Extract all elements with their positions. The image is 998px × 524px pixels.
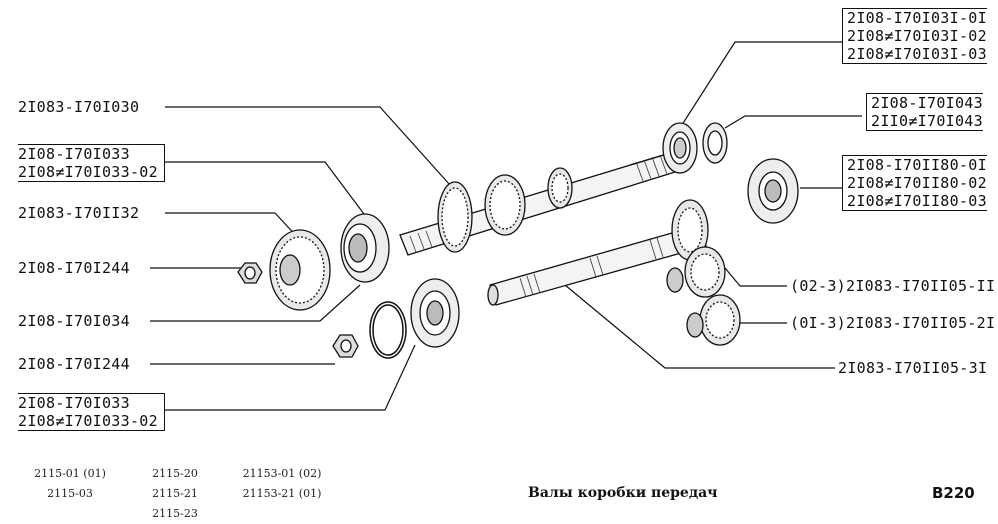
label-line: 2I083-I70II05-3I xyxy=(838,359,988,377)
bearing-L7 xyxy=(410,278,460,348)
label-nut-lower: 2I08-I70I244 xyxy=(18,355,130,373)
label-line: 2I08≠I70I03I-03 xyxy=(847,45,987,63)
leader-L1 xyxy=(165,106,451,186)
label-gear-01: (0I-3)2I083-I70II05-2I xyxy=(790,314,995,332)
gear-R5 xyxy=(686,294,741,346)
footer-model: 2115-20 xyxy=(152,467,198,480)
leader-R2 xyxy=(724,115,862,129)
label-line: 2I08≠I70I033-02 xyxy=(18,412,158,430)
leader-R1 xyxy=(679,41,842,129)
footer-model: 2115-23 xyxy=(152,507,198,520)
label-line: (02-3)2I083-I70II05-II xyxy=(790,277,996,295)
label-bearing-rear-group: 2I08-I70I03I-0I 2I08≠I70I03I-02 2I08≠I70… xyxy=(842,8,987,64)
label-bearing-small-group: 2I08-I70I043 2II0≠I70I043 xyxy=(866,93,983,131)
footer-model: 2115-03 xyxy=(47,487,93,500)
label-bearing-output-group: 2I08-I70II80-0I 2I08≠I70II80-02 2I08≠I70… xyxy=(842,155,987,211)
label-bearing-group-lower: 2I08-I70I033 2I08≠I70I033-02 xyxy=(18,393,165,431)
footer-model: 21153-21 (01) xyxy=(242,487,322,500)
footer-model: 2115-01 (01) xyxy=(34,467,106,480)
footer-col-1: 2115-01 (01) 2115-03 xyxy=(30,464,110,504)
label-gear-02: (02-3)2I083-I70II05-II xyxy=(790,277,995,295)
bearing-L2 xyxy=(340,213,390,283)
label-line: 2I08-I70I244 xyxy=(18,259,130,277)
label-snap-ring: 2I08-I70I034 xyxy=(18,312,130,330)
label-line: 2I08≠I70I03I-02 xyxy=(847,27,987,45)
leader-L2 xyxy=(165,161,371,223)
leader-R6 xyxy=(564,284,835,369)
label-output-shaft: 2I083-I70II05-3I xyxy=(838,359,987,377)
label-line: 2I08-I70I043 xyxy=(871,94,983,112)
label-line: 2II0≠I70I043 xyxy=(871,112,983,130)
label-line: (0I-3)2I083-I70II05-2I xyxy=(790,314,996,332)
label-line: 2I08≠I70II80-03 xyxy=(847,192,987,210)
label-line: 2I08-I70II80-0I xyxy=(847,156,987,174)
leader-L3 xyxy=(165,212,301,241)
page-code: B220 xyxy=(932,484,975,502)
footer-col-2: 2115-20 2115-21 2115-23 xyxy=(145,464,205,524)
label-nut-upper: 2I08-I70I244 xyxy=(18,259,130,277)
label-line: 2I08-I70I244 xyxy=(18,355,130,373)
label-line: 2I08≠I70I033-02 xyxy=(18,163,158,181)
footer-col-3: 21153-01 (02) 21153-21 (01) xyxy=(240,464,324,504)
footer-model: 21153-01 (02) xyxy=(242,467,322,480)
gear-L3 xyxy=(269,229,331,311)
input-shaft xyxy=(399,149,689,256)
leader-L5 xyxy=(150,284,361,322)
label-line: 2I08-I70I03I-0I xyxy=(847,9,987,27)
snap-ring-L5 xyxy=(369,301,407,359)
nut-L6 xyxy=(332,334,359,358)
label-bearing-group-upper: 2I08-I70I033 2I08≠I70I033-02 xyxy=(18,144,165,182)
leader-R4 xyxy=(724,267,787,287)
leader-L7 xyxy=(165,344,416,411)
label-line: 2I08-I70I034 xyxy=(18,312,130,330)
label-line: 2I083-I70II32 xyxy=(18,204,140,222)
label-line: 2I08≠I70II80-02 xyxy=(847,174,987,192)
nut-L4 xyxy=(237,262,263,284)
label-gear: 2I083-I70II32 xyxy=(18,204,139,222)
footer-model: 2115-21 xyxy=(152,487,198,500)
label-line: 2I083-I70I030 xyxy=(18,98,140,116)
output-shaft xyxy=(487,199,709,306)
gear-R4 xyxy=(666,246,726,298)
label-line: 2I08-I70I033 xyxy=(18,145,130,163)
page-caption: Валы коробки передач xyxy=(528,485,718,501)
bearing-R3 xyxy=(747,158,799,224)
bearing-input-rear xyxy=(662,122,698,174)
label-input-shaft: 2I083-I70I030 xyxy=(18,98,139,116)
label-line: 2I08-I70I033 xyxy=(18,394,130,412)
bearing-small xyxy=(702,122,728,164)
